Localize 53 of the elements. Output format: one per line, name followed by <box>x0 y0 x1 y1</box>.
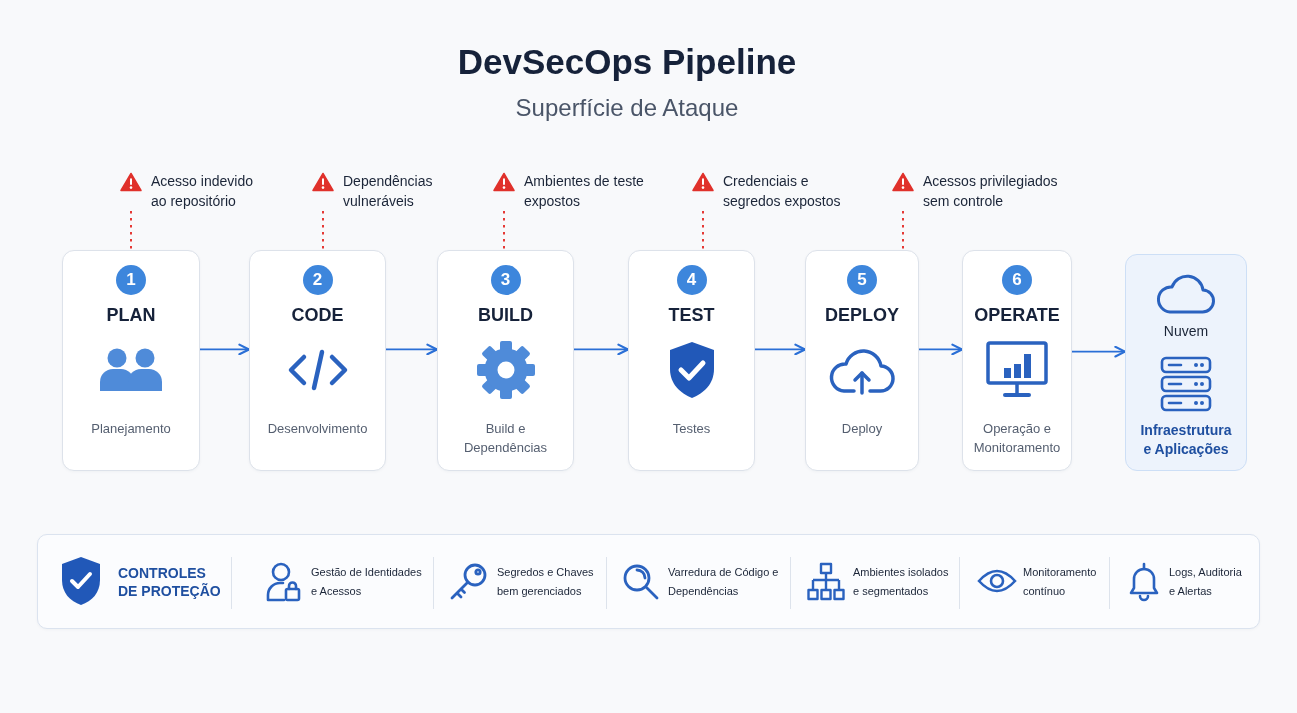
risk-text: Acesso indevido ao repositório <box>151 172 254 211</box>
risk-text: Credenciais e segredos expostos <box>723 172 842 211</box>
stage-title: OPERATE <box>973 304 1061 326</box>
control-label: Gestão de Identidades e Acessos <box>311 565 423 599</box>
stage-description: Operação e Monitoramento <box>972 420 1062 457</box>
stage-description: Deploy <box>840 420 884 438</box>
stage-card <box>437 250 574 471</box>
step-badge: 2 <box>302 265 333 295</box>
infrastructure-card <box>1125 254 1247 471</box>
step-badge: 1 <box>116 265 146 295</box>
arrow <box>754 343 807 356</box>
arrow <box>573 343 630 356</box>
risk-text: Acessos privilegiados sem controle <box>923 172 1059 211</box>
step-badge: 3 <box>490 265 521 295</box>
stage-card <box>249 250 386 471</box>
control-label: Monitoramento contínuo <box>1023 565 1098 599</box>
stage-title: PLAN <box>105 304 157 326</box>
stage-card <box>805 250 919 471</box>
leader-line <box>902 210 904 251</box>
arrow <box>918 343 964 356</box>
diagram-title: DevSecOps Pipeline <box>456 41 798 83</box>
stage-title: BUILD <box>477 304 534 326</box>
stage-card <box>628 250 755 471</box>
stage-card <box>62 250 200 471</box>
leader-line <box>702 210 704 251</box>
stage-description: Planejamento <box>90 420 172 438</box>
step-badge: 4 <box>676 265 707 295</box>
stage-description: Desenvolvimento <box>266 420 369 438</box>
risk-text: Dependências vulneráveis <box>343 172 434 211</box>
stage-title: TEST <box>667 304 716 326</box>
infrastructure-label: Infraestrutura e Aplicações <box>1139 421 1233 459</box>
arrow <box>199 343 251 356</box>
stage-title: CODE <box>290 304 345 326</box>
stage-description: Build e Dependências <box>462 420 549 457</box>
leader-line <box>322 210 324 251</box>
controls-panel <box>37 534 1260 629</box>
cloud-label: Nuvem <box>1162 322 1210 340</box>
stage-description: Testes <box>671 420 712 438</box>
step-badge: 5 <box>847 265 877 295</box>
controls-heading: CONTROLES DE PROTEÇÃO <box>118 564 222 600</box>
leader-line <box>130 210 132 251</box>
stage-card <box>962 250 1072 471</box>
step-badge: 6 <box>1002 265 1032 295</box>
stage-title: DEPLOY <box>824 304 900 326</box>
arrow <box>385 343 439 356</box>
control-label: Varredura de Código e Dependências <box>668 565 780 599</box>
control-label: Ambientes isolados e segmentados <box>853 565 950 599</box>
control-label: Logs, Auditoria e Alertas <box>1169 565 1243 599</box>
control-label: Segredos e Chaves bem gerenciados <box>497 565 595 599</box>
subtitle: Superfície de Ataque <box>514 93 740 123</box>
risk-text: Ambientes de teste expostos <box>524 172 645 211</box>
leader-line <box>503 210 505 251</box>
arrow <box>1071 345 1127 358</box>
